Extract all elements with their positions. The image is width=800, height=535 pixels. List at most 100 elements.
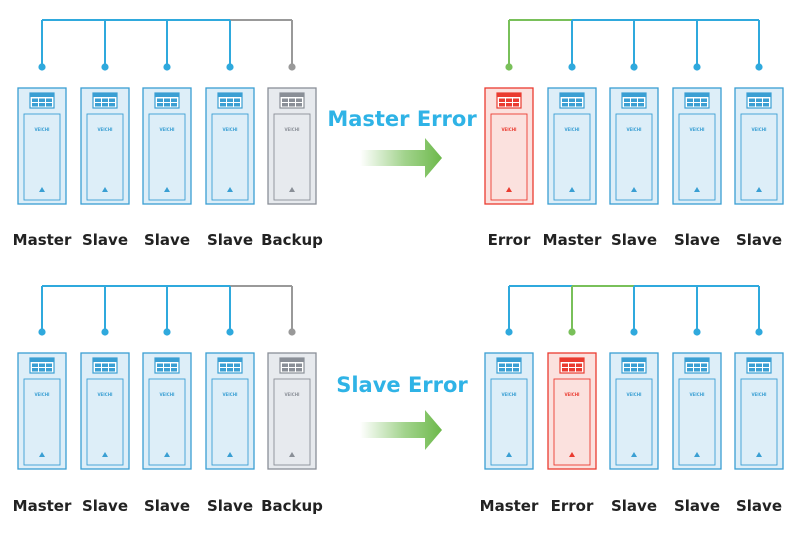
drive-unit-normal: VEICHI [142, 87, 192, 205]
drive-unit-normal: VEICHI [80, 87, 130, 205]
connection-node [693, 328, 701, 336]
triangle-indicator-icon [694, 452, 700, 457]
brand-logo-text: VEICHI [34, 392, 50, 397]
unit-label: Error [488, 231, 531, 249]
drive-unit-normal: VEICHI [17, 87, 67, 205]
group-slave-error-after: VEICHI Master VEICHI Error VEICHI Slave VEICHI… [480, 285, 784, 515]
triangle-indicator-icon [569, 187, 575, 192]
unit-label: Master [13, 497, 72, 515]
drive-unit-error: VEICHI [547, 352, 597, 470]
connection-node [568, 63, 576, 71]
transition-arrow-slave-error [360, 410, 442, 450]
connection-node [101, 63, 109, 71]
connection-node [505, 63, 513, 71]
transition-arrow-master-error [360, 138, 442, 178]
brand-logo-text: VEICHI [751, 392, 767, 397]
triangle-indicator-icon [506, 452, 512, 457]
connection-node [693, 63, 701, 71]
connection-node [630, 328, 638, 336]
drive-unit-error: VEICHI [484, 87, 534, 205]
connection-node [163, 63, 171, 71]
brand-logo-text: VEICHI [501, 392, 517, 397]
drive-unit-normal: VEICHI [609, 87, 659, 205]
drive-unit-normal: VEICHI [205, 87, 255, 205]
triangle-indicator-icon [39, 452, 45, 457]
drive-unit-normal: VEICHI [609, 352, 659, 470]
drive-unit-normal: VEICHI [672, 87, 722, 205]
brand-logo-text: VEICHI [159, 127, 175, 132]
brand-logo-text: VEICHI [284, 392, 300, 397]
unit-label: Slave [207, 231, 253, 249]
connection-node [630, 63, 638, 71]
triangle-indicator-icon [631, 187, 637, 192]
unit-label: Backup [261, 231, 323, 249]
unit-label: Slave [207, 497, 253, 515]
unit-label: Slave [736, 231, 782, 249]
unit-label: Slave [674, 497, 720, 515]
brand-logo-text: VEICHI [564, 392, 580, 397]
triangle-indicator-icon [164, 187, 170, 192]
connection-node [163, 328, 171, 336]
drive-unit-normal: VEICHI [484, 352, 534, 470]
drive-unit-normal: VEICHI [734, 352, 784, 470]
triangle-indicator-icon [102, 452, 108, 457]
brand-logo-text: VEICHI [222, 392, 238, 397]
connection-node [38, 328, 46, 336]
triangle-indicator-icon [227, 452, 233, 457]
group-master-error-after: VEICHI Error VEICHI Master VEICHI Slave VEICHI… [484, 19, 784, 249]
unit-label: Error [551, 497, 594, 515]
drive-unit-backup: VEICHI [267, 87, 317, 205]
brand-logo-text: VEICHI [159, 392, 175, 397]
drive-unit-normal: VEICHI [734, 87, 784, 205]
brand-logo-text: VEICHI [222, 127, 238, 132]
drive-unit-normal: VEICHI [142, 352, 192, 470]
brand-logo-text: VEICHI [97, 127, 113, 132]
brand-logo-text: VEICHI [501, 127, 517, 132]
drive-unit-normal: VEICHI [547, 87, 597, 205]
unit-label: Slave [674, 231, 720, 249]
triangle-indicator-icon [289, 452, 295, 457]
drive-unit-normal: VEICHI [672, 352, 722, 470]
connection-node [755, 63, 763, 71]
triangle-indicator-icon [289, 187, 295, 192]
connection-node [568, 328, 576, 336]
connection-node [505, 328, 513, 336]
brand-logo-text: VEICHI [97, 392, 113, 397]
triangle-indicator-icon [506, 187, 512, 192]
connection-node [226, 63, 234, 71]
triangle-indicator-icon [756, 452, 762, 457]
brand-logo-text: VEICHI [751, 127, 767, 132]
unit-label: Backup [261, 497, 323, 515]
unit-label: Slave [611, 231, 657, 249]
brand-logo-text: VEICHI [626, 392, 642, 397]
drive-unit-backup: VEICHI [267, 352, 317, 470]
brand-logo-text: VEICHI [284, 127, 300, 132]
triangle-indicator-icon [227, 187, 233, 192]
connection-node [38, 63, 46, 71]
connection-node [288, 328, 296, 336]
group-slave-error-before: VEICHI Master VEICHI Slave VEICHI Slave VEICHI… [13, 285, 323, 515]
unit-label: Slave [82, 231, 128, 249]
triangle-indicator-icon [39, 187, 45, 192]
triangle-indicator-icon [102, 187, 108, 192]
scenario-title-slave-error: Slave Error [336, 373, 468, 397]
brand-logo-text: VEICHI [564, 127, 580, 132]
drive-unit-normal: VEICHI [80, 352, 130, 470]
unit-label: Slave [144, 231, 190, 249]
group-master-error-before: VEICHIMasterVEICHISlaveVEICHISlaveVEICHI… [13, 19, 323, 249]
triangle-indicator-icon [756, 187, 762, 192]
unit-label: Slave [82, 497, 128, 515]
triangle-indicator-icon [694, 187, 700, 192]
unit-label: Master [480, 497, 539, 515]
scenario-title-master-error: Master Error [327, 107, 477, 131]
triangle-indicator-icon [569, 452, 575, 457]
brand-logo-text: VEICHI [626, 127, 642, 132]
connection-node [288, 63, 296, 71]
unit-label: Master [543, 231, 602, 249]
unit-label: Slave [611, 497, 657, 515]
triangle-indicator-icon [164, 452, 170, 457]
unit-label: Slave [736, 497, 782, 515]
connection-node [226, 328, 234, 336]
